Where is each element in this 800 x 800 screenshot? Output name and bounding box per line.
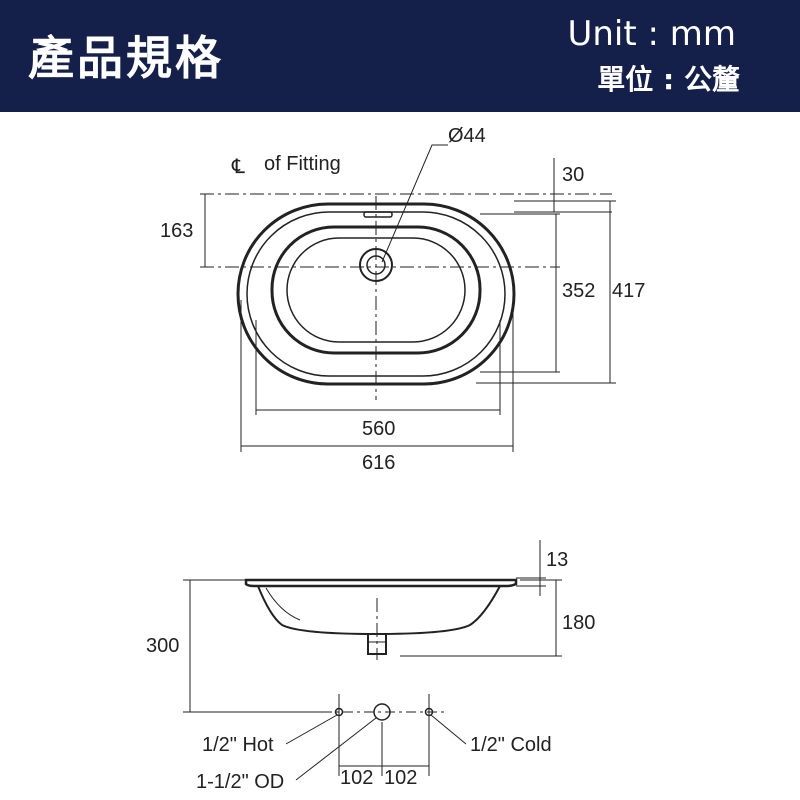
basin-side-rim (244, 578, 518, 588)
centerline-label: of Fitting (264, 153, 341, 175)
basin-side-bowl (257, 585, 501, 636)
dim-352-label: 352 (562, 280, 595, 302)
hot-pipe-label: 1/2" Hot (202, 734, 274, 756)
cold-leader (430, 714, 467, 745)
dim-300-label: 300 (146, 635, 179, 657)
unit-label-en: Unit : mm (567, 14, 736, 54)
dim-13-label: 13 (546, 549, 568, 571)
dim-417-label: 417 (612, 280, 645, 302)
page-title: 產品規格 (28, 31, 224, 85)
plan-view-labels: ℄ of Fitting Ø44 30 163 352 417 560 616 (160, 125, 645, 474)
centerline-symbol: ℄ (231, 156, 245, 178)
waste-pipe (373, 703, 391, 721)
spacing-right-label: 102 (384, 767, 417, 789)
waste-pipe-label: 1-1/2" OD (196, 771, 284, 793)
hot-leader (285, 714, 338, 745)
side-view (183, 540, 562, 781)
tap-hole-leader (381, 144, 448, 263)
tap-hole-label: Ø44 (448, 125, 486, 147)
dim-616-label: 616 (362, 452, 395, 474)
dim-560-label: 560 (362, 418, 395, 440)
overflow-slot (363, 211, 393, 218)
unit-label-zh: 單位 : 公釐 (597, 63, 740, 96)
side-view-labels: 13 180 300 1/2" Hot 1/2" Cold 1-1/2" OD … (146, 549, 595, 793)
basin-side-bowl-inner (265, 587, 301, 621)
spacing-left-label: 102 (340, 767, 373, 789)
header-bar: 產品規格 Unit : mm 單位 : 公釐 (0, 0, 800, 112)
dim-30-label: 30 (562, 164, 584, 186)
plan-view (200, 144, 616, 452)
cold-pipe-label: 1/2" Cold (470, 734, 552, 756)
dim-180-label: 180 (562, 612, 595, 634)
waste-leader (295, 717, 377, 781)
dim-163-label: 163 (160, 220, 193, 242)
